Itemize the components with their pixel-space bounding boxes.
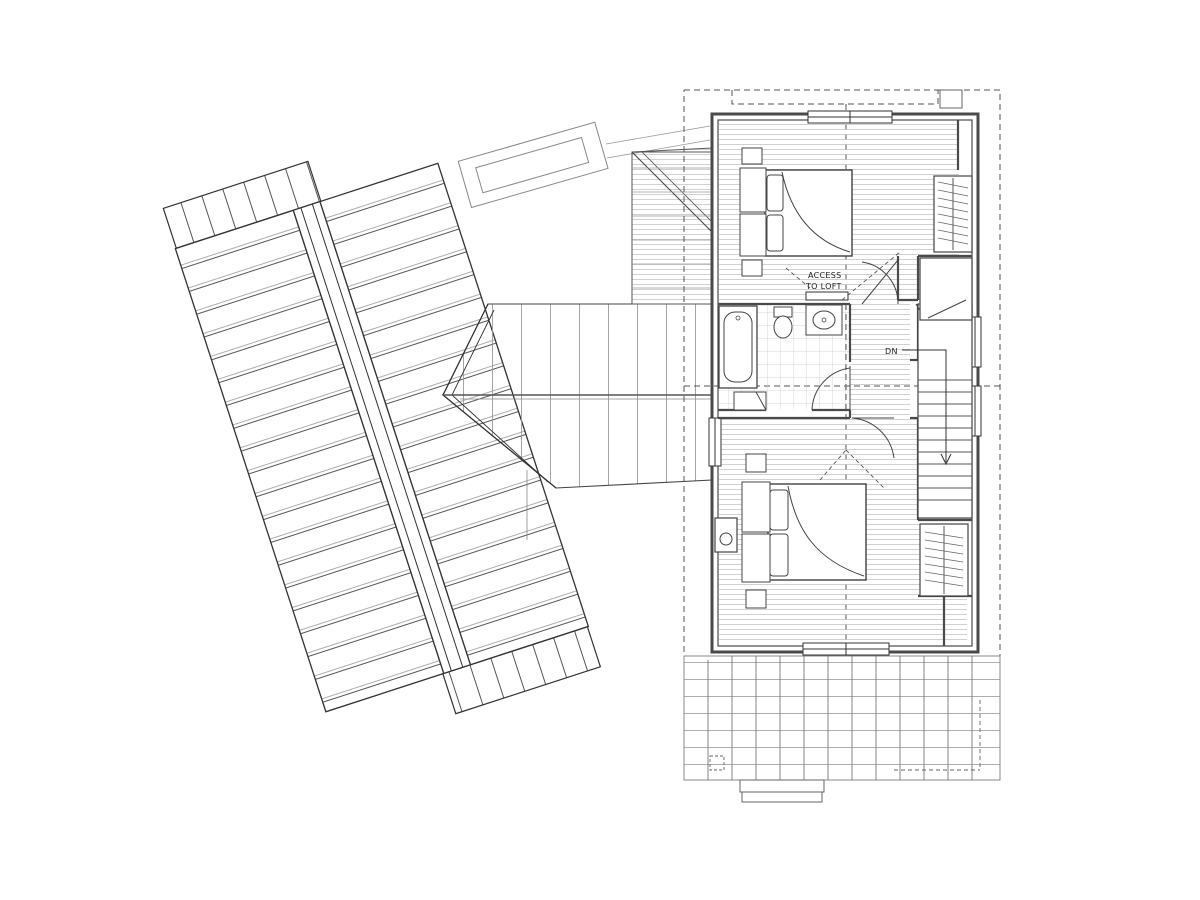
left-windows [708, 417, 722, 467]
bedroom-1-closet [919, 257, 973, 321]
bathroom-door-arc [811, 367, 851, 411]
hall-floor [850, 304, 910, 416]
bed-1 [764, 169, 853, 257]
nightstand-1 [739, 147, 767, 277]
stair-label: DN [885, 347, 898, 356]
sink [805, 304, 843, 336]
upper-connector-roof [631, 147, 713, 305]
bathroom-cabinet [733, 391, 767, 411]
skylight-outline [457, 121, 609, 209]
roof-group [162, 160, 602, 715]
chimney [939, 89, 963, 109]
washer [714, 517, 738, 553]
bedroom-2-door-arc [851, 417, 895, 459]
bed-2 [767, 483, 867, 581]
connector-roof [441, 303, 713, 540]
closet-upper [933, 175, 973, 253]
top-windows [807, 110, 893, 124]
nightstand-2 [741, 453, 771, 609]
porch-steps [739, 779, 825, 803]
bottom-windows [802, 642, 890, 656]
closet-lower [919, 523, 969, 597]
stair-arrow-icon [902, 349, 947, 462]
loft-access-label-1: ACCESS [808, 271, 842, 280]
toilet [773, 306, 793, 339]
loft-access: ACCESS TO LOFT [785, 251, 901, 301]
loft-access-label-2: TO LOFT [805, 282, 842, 291]
bathtub [718, 305, 758, 389]
staircase: DN [885, 303, 973, 519]
porch-roof [683, 655, 1001, 781]
